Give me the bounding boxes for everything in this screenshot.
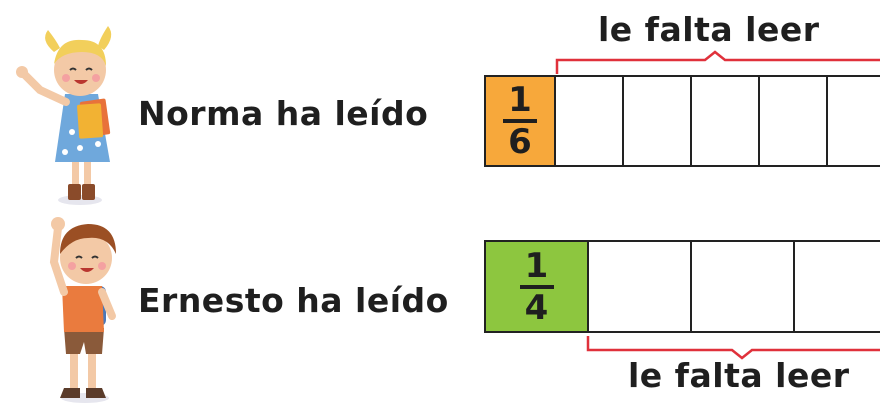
top-empty-part <box>554 77 622 165</box>
bottom-empty-part <box>587 242 690 331</box>
top-empty-part <box>758 77 826 165</box>
norma-label: Norma ha leído <box>138 94 429 133</box>
top-fraction-line <box>503 119 537 123</box>
top-shaded-part: 1 6 <box>486 77 554 165</box>
top-bracket-label: le falta leer <box>598 10 820 49</box>
ernesto-label: Ernesto ha leído <box>138 281 449 320</box>
bottom-bracket <box>586 336 880 360</box>
bottom-empty-part <box>793 242 880 331</box>
top-fraction-numerator: 1 <box>508 80 532 120</box>
bottom-shaded-part: 1 4 <box>486 242 587 331</box>
bottom-empty-part <box>690 242 793 331</box>
bottom-bracket-label: le falta leer <box>628 356 850 395</box>
bottom-fraction-bar: 1 4 <box>484 240 880 333</box>
top-fraction-bar: 1 6 <box>484 75 880 167</box>
bottom-fraction-denominator: 4 <box>524 287 549 328</box>
top-empty-part <box>622 77 690 165</box>
top-empty-part <box>826 77 880 165</box>
top-fraction-denominator: 6 <box>508 122 532 162</box>
bottom-fraction-line <box>519 284 554 289</box>
bottom-fraction-numerator: 1 <box>524 245 549 286</box>
top-empty-part <box>690 77 758 165</box>
boy-illustration <box>49 217 116 403</box>
top-bracket <box>555 50 880 74</box>
girl-reading-illustration <box>16 26 112 205</box>
